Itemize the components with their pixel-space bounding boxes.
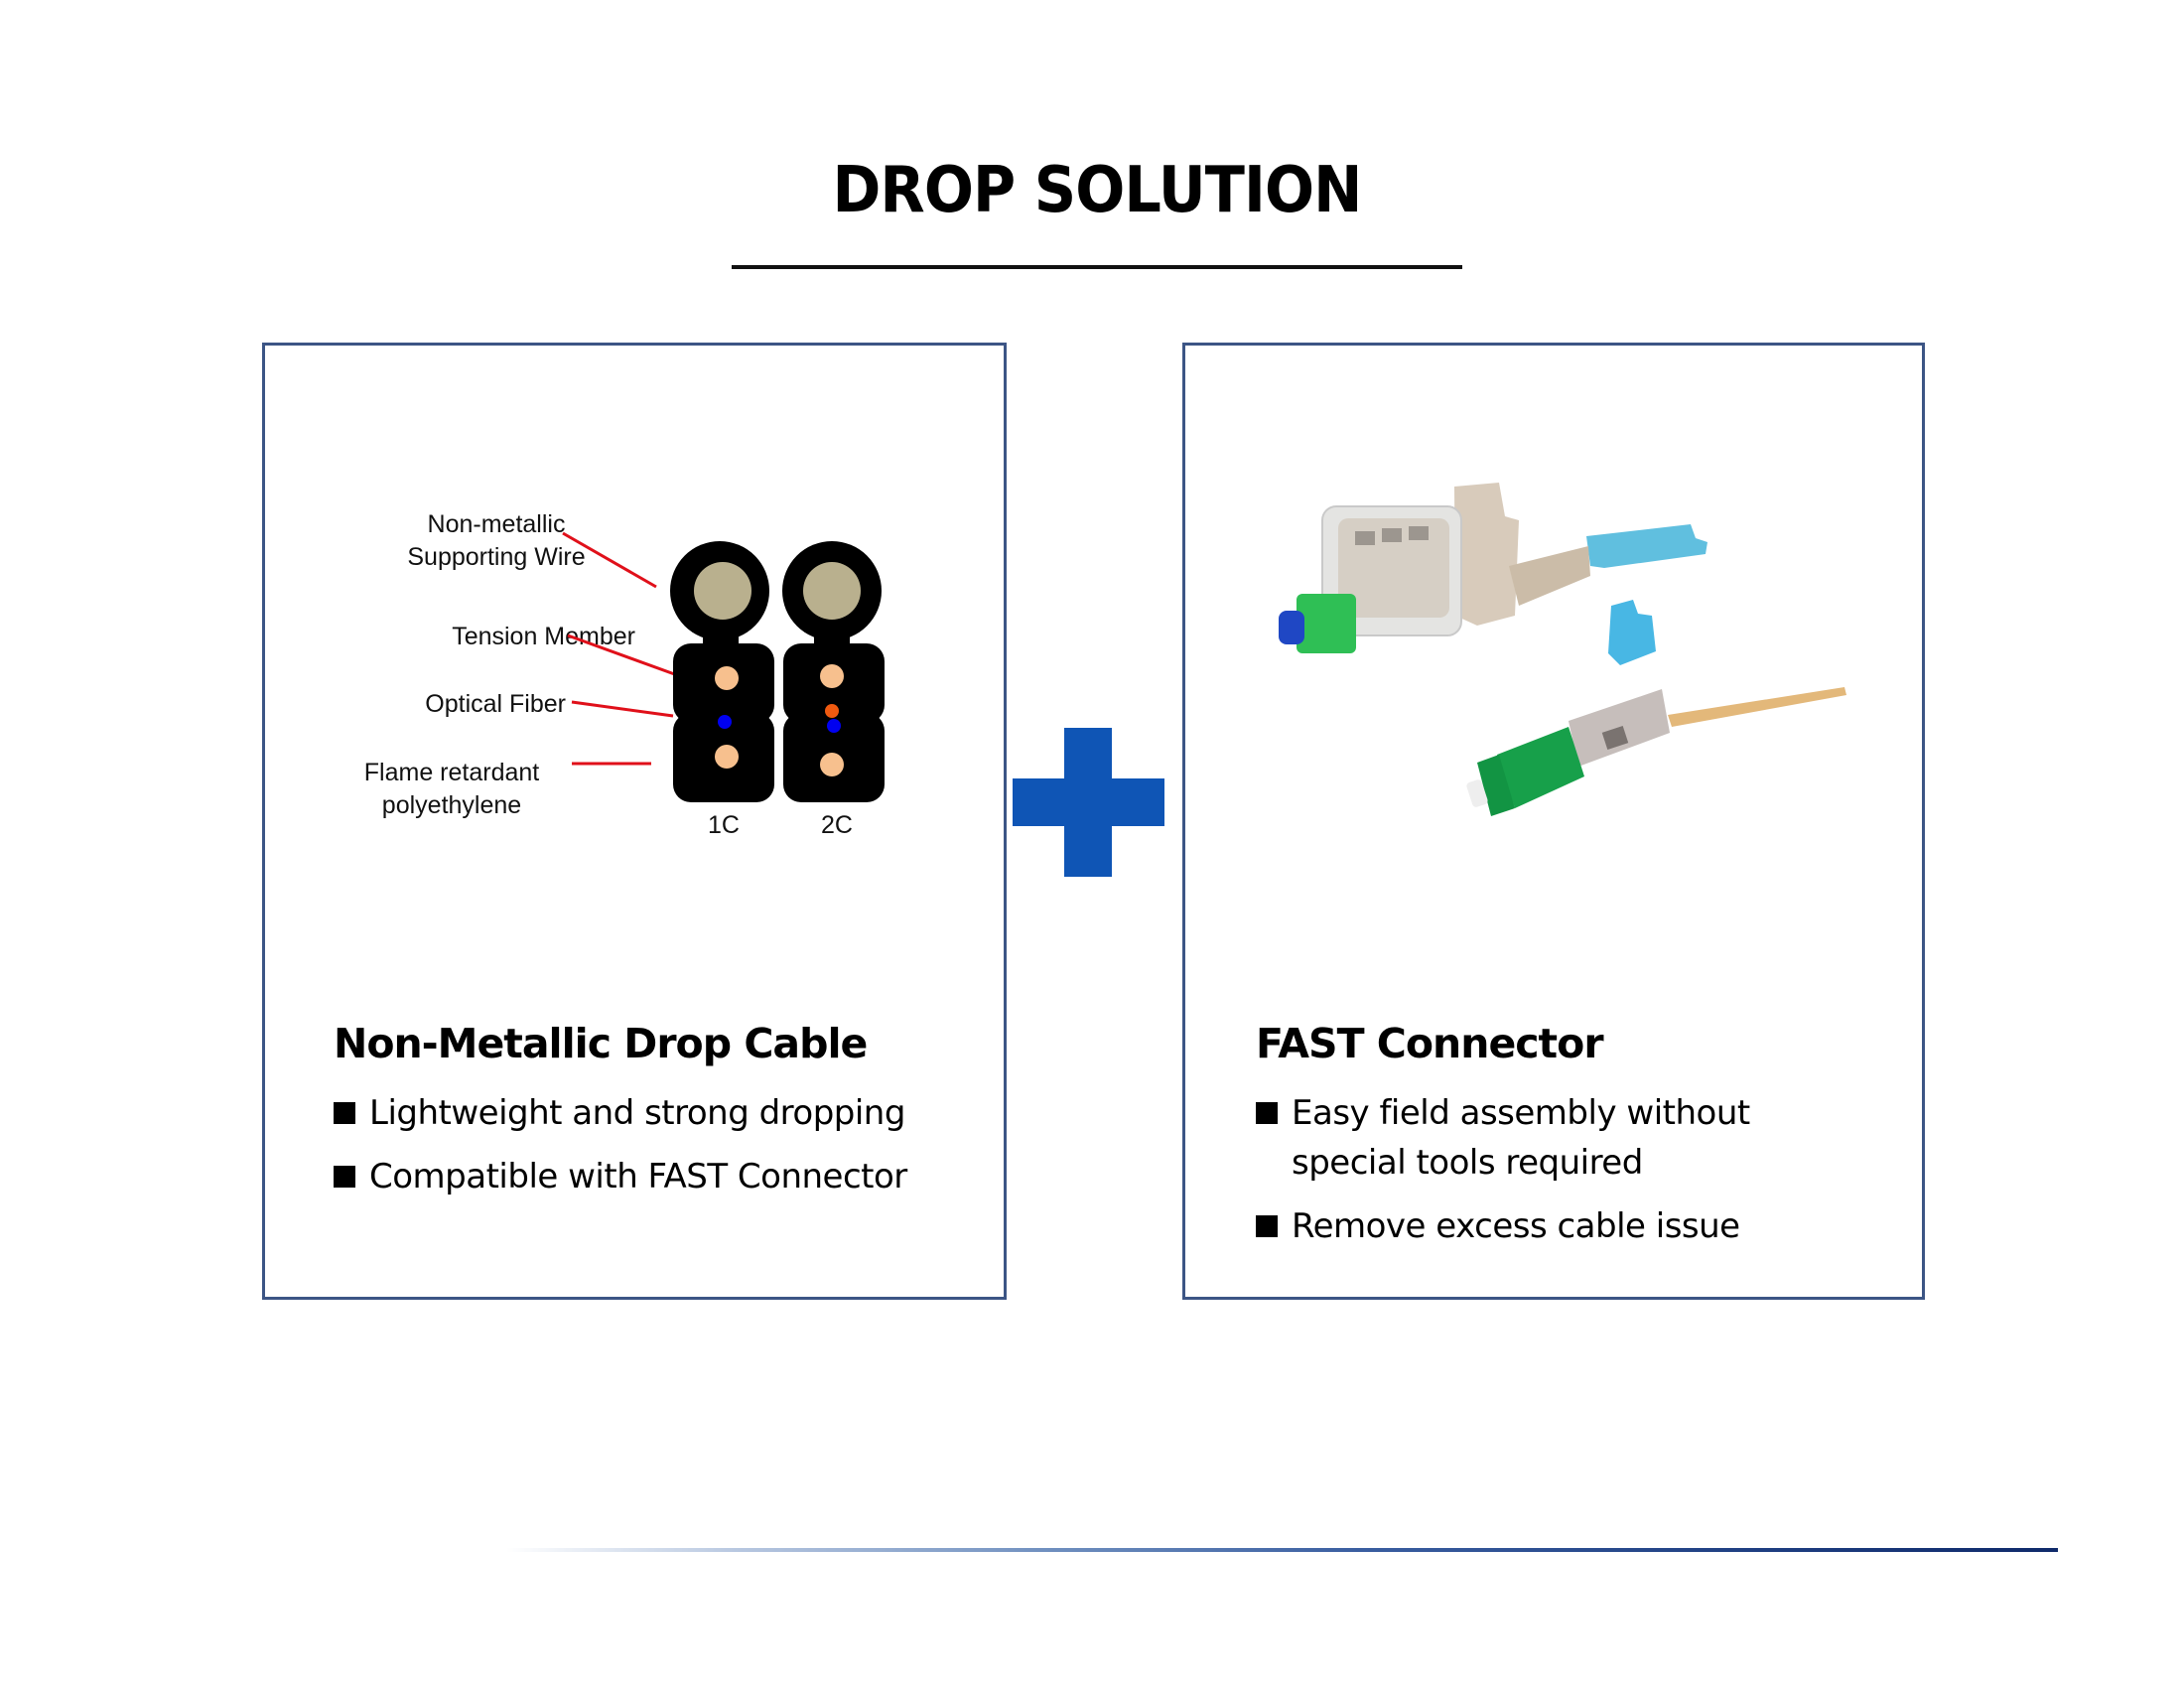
window (1355, 531, 1375, 545)
green-sc-body (1497, 727, 1584, 808)
label-supporting-wire-line2: Supporting Wire (407, 543, 586, 571)
square-bullet-icon (1256, 1102, 1278, 1124)
label-tension-member: Tension Member (452, 623, 635, 650)
label-optical-fiber: Optical Fiber (425, 690, 566, 718)
square-bullet-icon (1256, 1215, 1278, 1237)
variant-label-2c: 2C (821, 811, 853, 839)
boot-slot (1601, 726, 1629, 750)
fast-connector-bullets: Easy field assembly without special tool… (1256, 1088, 1871, 1265)
bullet-item: Compatible with FAST Connector (334, 1152, 969, 1201)
label-supporting-wire-line1: Non-metallic (427, 510, 566, 538)
cable-2c-supporting-wire (803, 562, 861, 620)
bullet-item: Easy field assembly without special tool… (1256, 1088, 1871, 1188)
drop-cable-panel (262, 343, 1007, 1300)
cable-2c-tension-member-bottom (820, 753, 844, 776)
blue-dust-cap (1279, 611, 1304, 644)
leader-line-optical-fiber (571, 700, 674, 718)
bullet-text: Remove excess cable issue (1292, 1206, 1740, 1246)
square-bullet-icon (334, 1102, 355, 1124)
ferrule-cap (1466, 779, 1488, 807)
bullet-text: Compatible with FAST Connector (369, 1157, 907, 1196)
drop-cable-bullets: Lightweight and strong dropping Compatib… (334, 1088, 969, 1215)
label-jacket-line2: polyethylene (381, 791, 522, 819)
cable-2c (782, 541, 885, 802)
cable-svg (562, 531, 885, 802)
plus-icon-vertical-bar (1064, 728, 1112, 877)
blue-clip-image (1608, 600, 1656, 665)
beige-latch (1454, 483, 1519, 626)
fast-connector-panel (1182, 343, 1925, 1300)
bullet-item: Lightweight and strong dropping (334, 1088, 969, 1138)
green-sc-housing (1297, 594, 1356, 653)
variant-label-1c: 1C (708, 811, 740, 839)
window (1382, 528, 1402, 542)
square-bullet-icon (334, 1166, 355, 1188)
green-sc-front (1477, 755, 1515, 816)
cable-1c-tension-member-bottom (715, 745, 739, 769)
cable-1c-tension-member-top (715, 666, 739, 690)
bullet-text: Easy field assembly without special tool… (1292, 1093, 1750, 1183)
cable-cross-section-diagram: Non-metallic Supporting Wire Tension Mem… (338, 487, 933, 864)
leader-line-tension-member (567, 633, 681, 678)
cable-2c-fiber-blue (827, 719, 841, 733)
title-underline (732, 265, 1462, 269)
fast-connector-heading: FAST Connector (1256, 1020, 1604, 1067)
beige-rail (1509, 546, 1590, 606)
cable-2c-fiber-orange (825, 704, 839, 718)
window (1409, 526, 1429, 540)
cable-2c-tension-member-top (820, 664, 844, 688)
cable-1c (670, 541, 774, 802)
label-jacket-line1: Flame retardant (363, 759, 540, 786)
page-title: DROP SOLUTION (832, 154, 1362, 227)
bullet-text: Lightweight and strong dropping (369, 1093, 905, 1133)
fast-connector-photo (1279, 483, 1846, 816)
blue-clip (1608, 600, 1656, 665)
bullet-item: Remove excess cable issue (1256, 1201, 1871, 1251)
blue-release-tab (1586, 524, 1707, 568)
footer-gradient-rule (506, 1548, 2058, 1552)
fiber-cord (1668, 687, 1846, 727)
connector-assembly-image (1279, 483, 1707, 653)
drop-cable-heading: Non-Metallic Drop Cable (334, 1020, 868, 1067)
cable-1c-fiber (718, 715, 732, 729)
cable-1c-supporting-wire (694, 562, 751, 620)
leader-line-supporting-wire (562, 531, 657, 589)
connector-sc-image (1466, 687, 1846, 816)
